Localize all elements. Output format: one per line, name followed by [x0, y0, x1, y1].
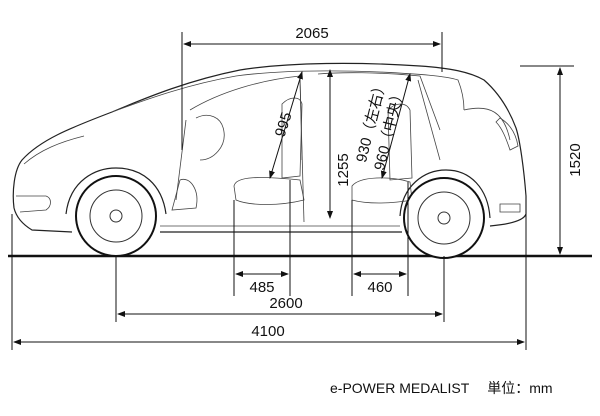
car-body — [12, 62, 527, 233]
dim-rear-headroom: 930（左右） 960（中央） — [353, 73, 412, 179]
rear-wheel — [75, 175, 157, 257]
front-seat-depth-label: 485 — [249, 279, 274, 296]
front-wheel — [403, 177, 485, 259]
rear-seat-depth-label: 460 — [367, 279, 392, 296]
dim-overall-length: 4100 — [11, 214, 527, 350]
overall-length-label: 4100 — [251, 323, 284, 340]
dim-interior-height: 1255 — [327, 69, 352, 219]
interior-height-label: 1255 — [335, 153, 352, 186]
dim-roof-length: 2065 — [181, 25, 443, 150]
caption: e-POWER MEDALIST 単位：mm — [330, 378, 571, 398]
dim-rear-seat-depth: 460 — [351, 182, 409, 296]
overall-height-label: 1520 — [567, 143, 584, 176]
dim-wheelbase: 2600 — [115, 256, 445, 322]
dim-front-seat-depth: 485 — [233, 180, 291, 296]
unit-label: 単位：mm — [487, 380, 553, 396]
dim-front-headroom: 995 — [269, 71, 303, 179]
model-name: e-POWER MEDALIST — [330, 380, 470, 396]
dim-overall-height: 1520 — [520, 65, 584, 255]
roof-length-label: 2065 — [295, 25, 328, 42]
front-headroom-label: 995 — [272, 110, 296, 139]
wheelbase-label: 2600 — [269, 295, 302, 312]
